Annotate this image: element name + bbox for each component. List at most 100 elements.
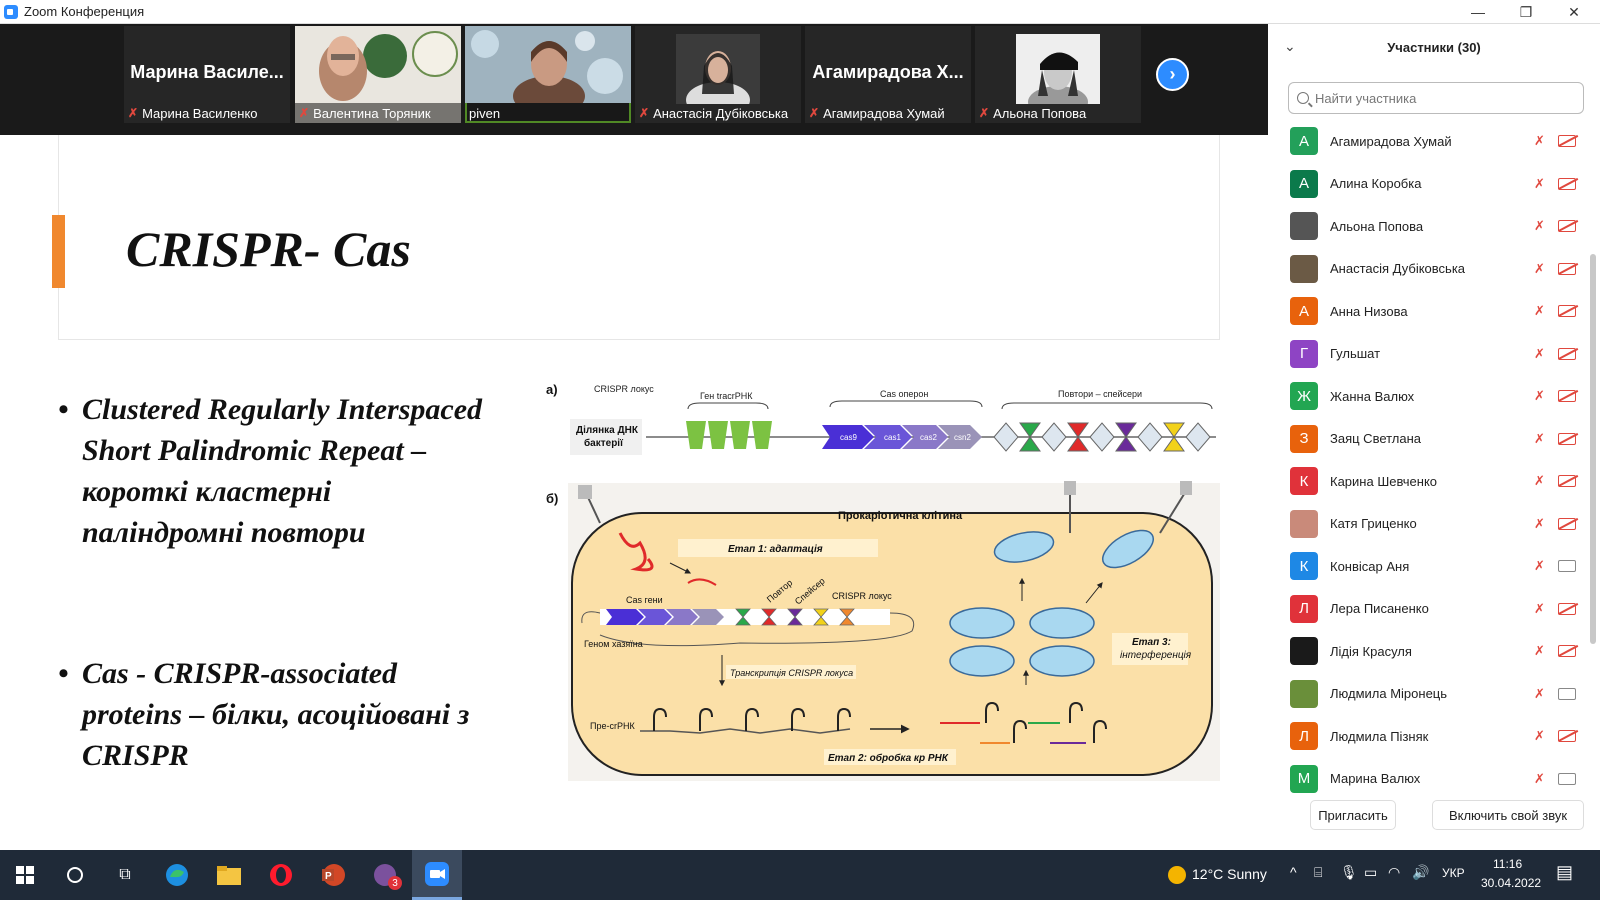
powerpoint-icon[interactable]: P [316, 858, 350, 892]
windows-start-icon[interactable] [8, 858, 42, 892]
video-tile[interactable]: ✗Анастасія Дубіковська [635, 26, 801, 123]
slide-accent-bar [52, 215, 65, 288]
participant-row[interactable]: Л Лера Писаненко ✗ [1268, 588, 1588, 630]
video-tile-active-speaker[interactable]: piven [465, 26, 631, 123]
muted-mic-icon: ✗ [1534, 600, 1545, 616]
participant-row[interactable]: Анастасія Дубіковська✗ [1268, 248, 1588, 290]
participant-name: Заяц Светлана [1330, 431, 1422, 446]
minimize-button[interactable]: — [1471, 4, 1485, 20]
meet-now-icon[interactable]: ⌸ [1314, 864, 1323, 880]
label-cas1: cas1 [884, 433, 901, 442]
participant-name: Альона Попова [1330, 218, 1424, 234]
viber-icon[interactable]: 3 [368, 858, 402, 892]
opera-browser-icon[interactable] [264, 858, 298, 892]
participant-search-input[interactable]: Найти участника [1288, 82, 1584, 114]
camera-off-icon [1558, 645, 1576, 657]
weather-text[interactable]: 12°C Sunny [1192, 866, 1267, 882]
participant-row[interactable]: Лідія Красуля✗ [1268, 630, 1588, 672]
video-tile[interactable]: ✗Валентина Торяник [295, 26, 461, 123]
chevron-down-icon[interactable]: ⌄ [1284, 38, 1296, 54]
volume-icon[interactable]: 🔊 [1412, 864, 1430, 880]
zoom-app-icon[interactable] [412, 850, 462, 900]
shared-slide: CRISPR- Cas •Clustered Regularly Intersp… [0, 135, 1268, 850]
participants-header: ⌄ Участники (30) [1268, 24, 1600, 70]
muted-mic-icon: ✗ [979, 106, 990, 120]
participant-name: Анна Низова [1330, 303, 1408, 319]
avatar: М [1290, 764, 1318, 793]
participant-video [1016, 34, 1100, 104]
participant-row[interactable]: Людмила Міронець✗ [1268, 673, 1588, 715]
microphone-icon[interactable]: 🎙 [1340, 864, 1358, 880]
unmute-button[interactable]: Включить свой звук [1432, 800, 1584, 830]
file-explorer-icon[interactable] [212, 858, 246, 892]
participant-video [676, 34, 760, 104]
video-tile[interactable]: ✗Альона Попова [975, 26, 1141, 123]
muted-mic-icon: ✗ [1534, 515, 1545, 531]
windows-taskbar: ⧉ P 3 12°C Sunny ^ ⌸ 🎙 ▭ ◠ 🔊 УКР 11:16 3… [0, 850, 1600, 900]
slide-title: CRISPR- Cas [126, 221, 411, 277]
clock-time[interactable]: 11:16 [1493, 857, 1523, 871]
participant-row[interactable]: Катя Гриценко✗ [1268, 503, 1588, 545]
input-language[interactable]: УКР [1442, 866, 1465, 880]
camera-off-icon [1558, 135, 1576, 147]
chevron-right-icon: › [1169, 64, 1176, 84]
invite-button[interactable]: Пригласить [1310, 800, 1396, 830]
clock-date[interactable]: 30.04.2022 [1481, 876, 1542, 890]
restore-button[interactable]: ❐ [1519, 3, 1533, 20]
participant-name: Лера Писаненко [1330, 601, 1429, 616]
camera-off-icon [1558, 390, 1576, 402]
camera-off-icon [1558, 602, 1576, 615]
video-tile[interactable]: Агамирадова Х... ✗Агамирадова Хумай [805, 26, 971, 123]
search-placeholder: Найти участника [1315, 90, 1417, 106]
weather-sun-icon[interactable] [1160, 858, 1194, 892]
participant-row[interactable]: А Анна Низова ✗ [1268, 290, 1588, 332]
camera-off-icon [1558, 517, 1576, 530]
muted-mic-icon: ✗ [809, 106, 820, 120]
avatar: Л [1290, 594, 1318, 623]
search-icon[interactable] [58, 858, 92, 892]
tile-name: Марина Василенко [142, 105, 258, 121]
wifi-icon[interactable]: ◠ [1388, 864, 1401, 880]
video-tile[interactable]: Марина Василе... ✗Марина Василенко [124, 26, 290, 123]
next-page-button[interactable]: › [1156, 58, 1189, 91]
avatar [1290, 679, 1318, 708]
muted-mic-icon: ✗ [1534, 303, 1545, 318]
muted-mic-icon: ✗ [1534, 643, 1545, 658]
label-cas9: cas9 [840, 433, 857, 442]
tile-name-large: Агамирадова Х... [812, 62, 964, 82]
zoom-logo-icon [4, 4, 18, 19]
camera-off-icon [1558, 177, 1576, 190]
participant-row[interactable]: Альона Попова✗ [1268, 205, 1588, 247]
task-view-icon[interactable]: ⧉ [119, 866, 131, 883]
muted-mic-icon: ✗ [299, 106, 310, 120]
tile-name-large: Марина Василе... [130, 62, 284, 82]
avatar: К [1290, 552, 1318, 580]
avatar: З [1290, 424, 1318, 453]
notifications-icon[interactable]: ▤ [1556, 862, 1574, 882]
participants-title: Участники (30) [1387, 39, 1481, 55]
panel-scrollbar[interactable] [1590, 254, 1596, 644]
edge-browser-icon[interactable] [160, 858, 194, 892]
participant-name: Карина Шевченко [1330, 473, 1438, 489]
label-cas-operon: Cas оперон [880, 389, 928, 399]
close-button[interactable]: ✕ [1568, 3, 1580, 20]
participant-name: Жанна Валюх [1330, 388, 1415, 404]
chevron-up-icon[interactable]: ^ [1290, 864, 1297, 880]
label-stage-1: Етап 1: адаптація [728, 544, 823, 555]
battery-icon[interactable]: ▭ [1364, 864, 1378, 880]
avatar: А [1290, 297, 1318, 325]
muted-mic-icon: ✗ [1534, 473, 1545, 488]
participant-name: Конвісар Аня [1330, 558, 1410, 574]
participant-name: Алина Коробка [1330, 176, 1422, 191]
